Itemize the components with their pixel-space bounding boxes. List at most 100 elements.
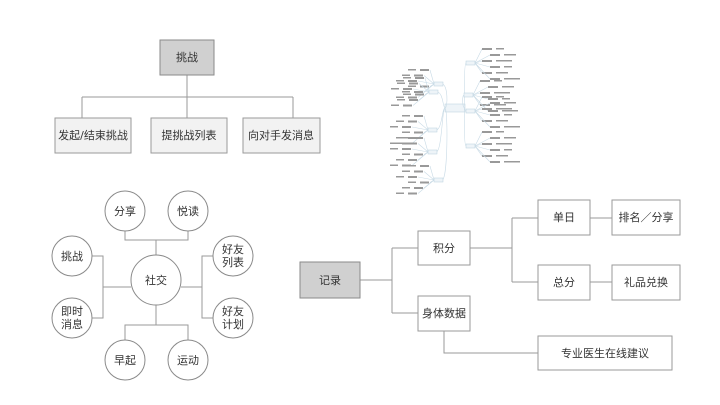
mind-map-leaf bbox=[496, 72, 508, 74]
social-center-node bbox=[130, 254, 182, 306]
gift-box bbox=[611, 264, 681, 301]
challenge-child-box bbox=[54, 117, 132, 154]
mind-map-leaf bbox=[480, 80, 490, 82]
mind-map-leaf bbox=[414, 187, 423, 189]
mind-map-leaf bbox=[396, 137, 404, 139]
mind-map-branch bbox=[417, 121, 429, 131]
mind-map-leaf bbox=[502, 86, 514, 88]
mind-map-leaf bbox=[420, 85, 429, 88]
mind-map-leaf bbox=[482, 60, 492, 62]
mind-map-leaf bbox=[402, 126, 411, 128]
mind-map-leaf bbox=[408, 176, 417, 178]
mind-map-leaf bbox=[496, 120, 508, 122]
mind-map-leaf bbox=[390, 148, 398, 150]
social-node-label: 悦读 bbox=[177, 204, 199, 218]
social-node-label: 计划 bbox=[222, 318, 244, 331]
mind-map-leaf bbox=[408, 165, 416, 167]
social-connectors bbox=[92, 231, 213, 342]
mind-map-leaf bbox=[482, 108, 492, 110]
mind-map-branch bbox=[417, 143, 429, 153]
mind-map-leaf bbox=[490, 102, 500, 104]
record-root-box bbox=[299, 261, 361, 299]
mind-map-leaf bbox=[496, 131, 504, 133]
mind-map-leaf bbox=[396, 120, 404, 122]
mind-map-leaf bbox=[414, 170, 423, 173]
mind-map-leaf bbox=[414, 115, 423, 117]
mind-map-leaf bbox=[414, 74, 423, 77]
mind-map-leaf bbox=[496, 60, 512, 62]
mind-map-leaf bbox=[409, 82, 418, 85]
points-box bbox=[417, 230, 471, 266]
mind-map-leaf bbox=[390, 164, 398, 166]
mind-map-leaf bbox=[403, 88, 412, 90]
mind-map-leaf bbox=[402, 142, 411, 145]
tree-connector bbox=[81, 75, 294, 118]
mind-map-leaf bbox=[482, 155, 492, 157]
mind-map-leaf bbox=[490, 126, 500, 128]
mind-map-leaf bbox=[504, 114, 512, 116]
mind-map-branch bbox=[424, 77, 430, 93]
challenge-child-label: 向对手发消息 bbox=[248, 128, 314, 142]
mind-map-leaf bbox=[402, 91, 410, 93]
mind-map-node bbox=[433, 177, 444, 183]
mind-map-leaf bbox=[402, 131, 410, 133]
mind-map-branch bbox=[472, 86, 489, 96]
mind-map-branch bbox=[411, 151, 429, 166]
mind-map-leaf bbox=[397, 99, 405, 101]
mind-map-branch bbox=[423, 75, 435, 85]
mind-map-leaf bbox=[402, 187, 410, 189]
mind-map-branch bbox=[412, 88, 430, 93]
mind-map-branch bbox=[474, 102, 491, 112]
mind-map-leaf bbox=[490, 66, 500, 68]
daily-box bbox=[537, 199, 591, 236]
mind-map-leaf bbox=[415, 77, 424, 79]
social-node bbox=[167, 190, 209, 232]
record-connectors bbox=[360, 217, 612, 354]
mind-map-leaf bbox=[390, 126, 398, 128]
mind-map-leaf bbox=[504, 66, 512, 68]
mind-map-leaf bbox=[402, 164, 411, 167]
mind-map-leaf bbox=[408, 181, 416, 183]
mind-map-thumbnail bbox=[390, 48, 520, 195]
mind-map-branch bbox=[474, 60, 483, 64]
mind-map-leaf bbox=[482, 48, 492, 50]
challenge-root-box bbox=[159, 39, 215, 76]
mind-map-leaf bbox=[420, 165, 429, 167]
mind-map-leaf bbox=[402, 170, 410, 172]
total-box bbox=[537, 264, 591, 301]
mind-map-leaf bbox=[402, 148, 411, 150]
mind-map-leaf bbox=[396, 192, 404, 194]
mind-map-branch bbox=[462, 94, 466, 109]
mind-map-branch bbox=[472, 92, 481, 96]
mind-map-branch bbox=[417, 179, 435, 194]
record-root-label: 记录 bbox=[319, 274, 341, 287]
mind-map-leaf bbox=[504, 161, 520, 163]
mind-map-leaf bbox=[482, 72, 492, 74]
mind-map-leaf bbox=[494, 92, 510, 94]
mind-map-leaf bbox=[490, 137, 500, 139]
mind-map-leaf bbox=[408, 142, 417, 145]
social-node-label: 好友 bbox=[222, 242, 244, 256]
mind-map-branch bbox=[429, 165, 435, 181]
mind-map-leaf bbox=[391, 88, 399, 90]
mind-map-node bbox=[428, 89, 439, 95]
social-node-label: 消息 bbox=[61, 317, 83, 331]
body-data-label: 身体数据 bbox=[422, 306, 466, 320]
mind-map-leaf bbox=[408, 69, 416, 71]
social-node-label: 挑战 bbox=[61, 249, 83, 263]
mind-map-leaf bbox=[409, 99, 418, 101]
mind-map-leaf bbox=[502, 98, 510, 100]
rank-share-label: 排名／分享 bbox=[619, 210, 674, 224]
mind-map-branch bbox=[411, 129, 429, 144]
mind-map-leaf bbox=[482, 131, 492, 133]
gift-label: 礼品兑换 bbox=[624, 275, 668, 289]
mind-map-leaf bbox=[391, 104, 399, 106]
mind-map-leaf bbox=[414, 131, 423, 134]
mind-map-leaf bbox=[496, 143, 512, 145]
mind-map-leaf bbox=[494, 80, 502, 82]
social-node-label: 运动 bbox=[177, 354, 199, 367]
social-node-label: 列表 bbox=[222, 255, 244, 269]
mind-map-leaf bbox=[490, 149, 500, 151]
rank-share-box bbox=[611, 199, 681, 236]
mind-map-leaf bbox=[420, 69, 429, 71]
